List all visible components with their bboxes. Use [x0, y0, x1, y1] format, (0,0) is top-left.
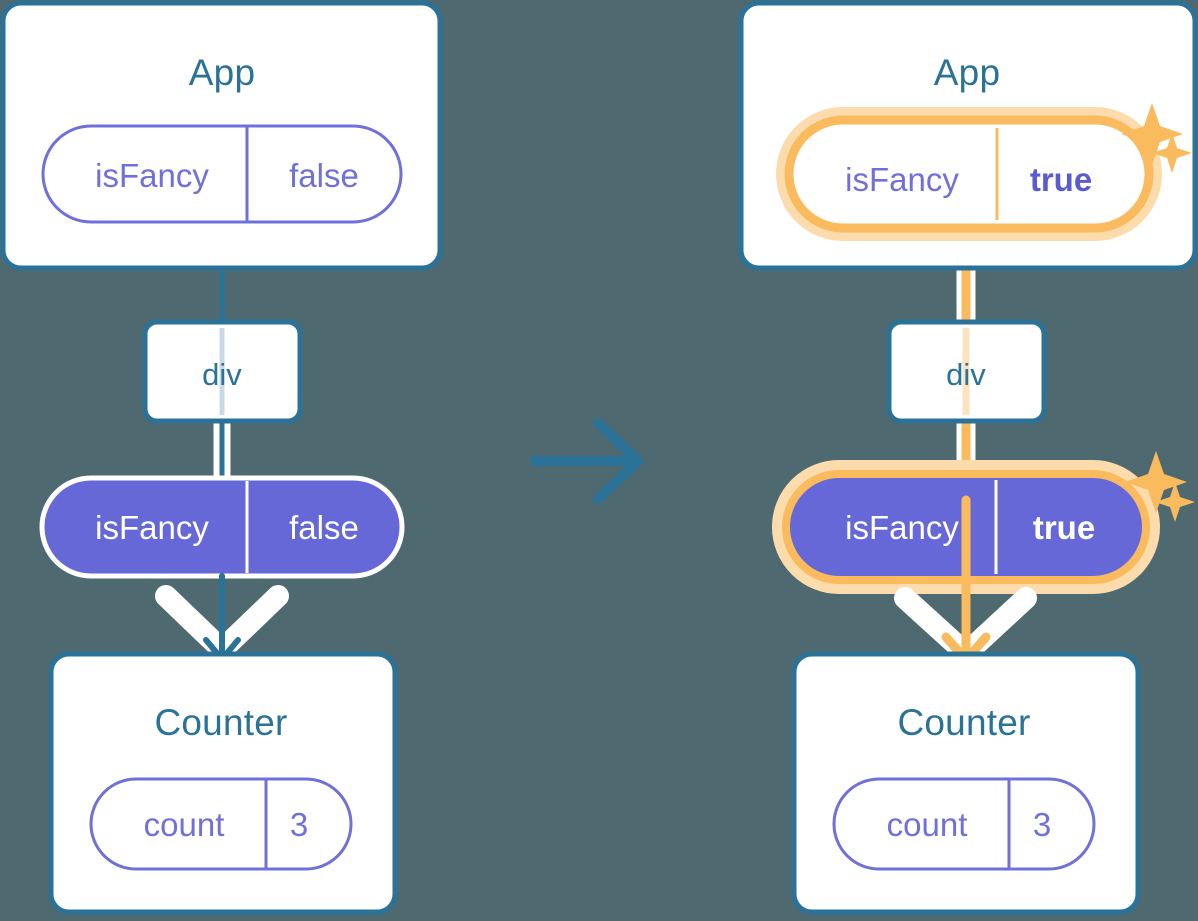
sparkle-icon-app-large: [1121, 103, 1183, 165]
panel-before: [0, 0, 443, 915]
transition-arrow-icon: [530, 418, 643, 504]
dom-node-div-after: [886, 319, 1047, 424]
counter-state-pill-after: [832, 777, 1096, 871]
sparkle-icon-app-small: [1152, 133, 1192, 173]
prop-flow-arrows-before: [155, 585, 289, 657]
prop-flow-arrow-main-before: [203, 573, 241, 662]
sparkle-icon-props-small: [1155, 482, 1195, 522]
counter-state-pill-before: [89, 777, 353, 871]
panel-after: [738, 0, 1198, 915]
sparkle-icon-props-large: [1125, 451, 1187, 513]
dom-node-div-before: [142, 319, 303, 424]
app-state-pill-before: [41, 124, 403, 224]
props-pill-before: [39, 475, 405, 579]
app-state-pill-after: [776, 107, 1162, 241]
